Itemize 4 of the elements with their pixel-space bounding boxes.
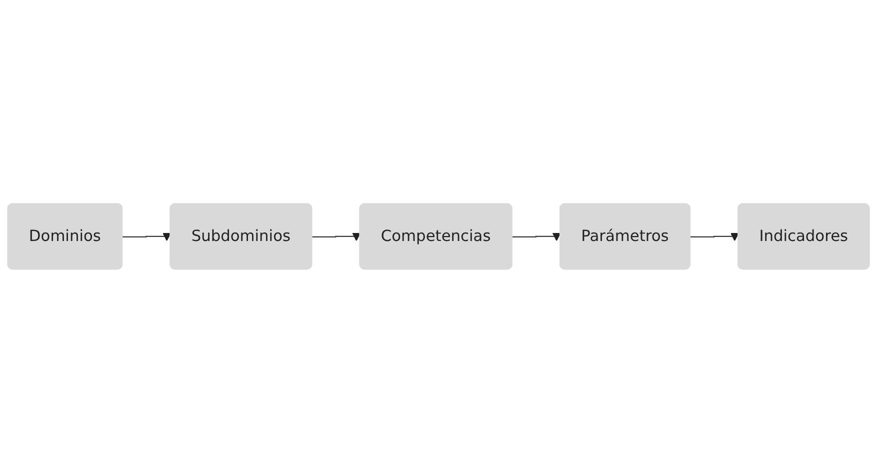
arrow [122, 232, 172, 241]
arrow [312, 232, 361, 241]
arrow [690, 232, 739, 241]
arrow [512, 232, 561, 241]
